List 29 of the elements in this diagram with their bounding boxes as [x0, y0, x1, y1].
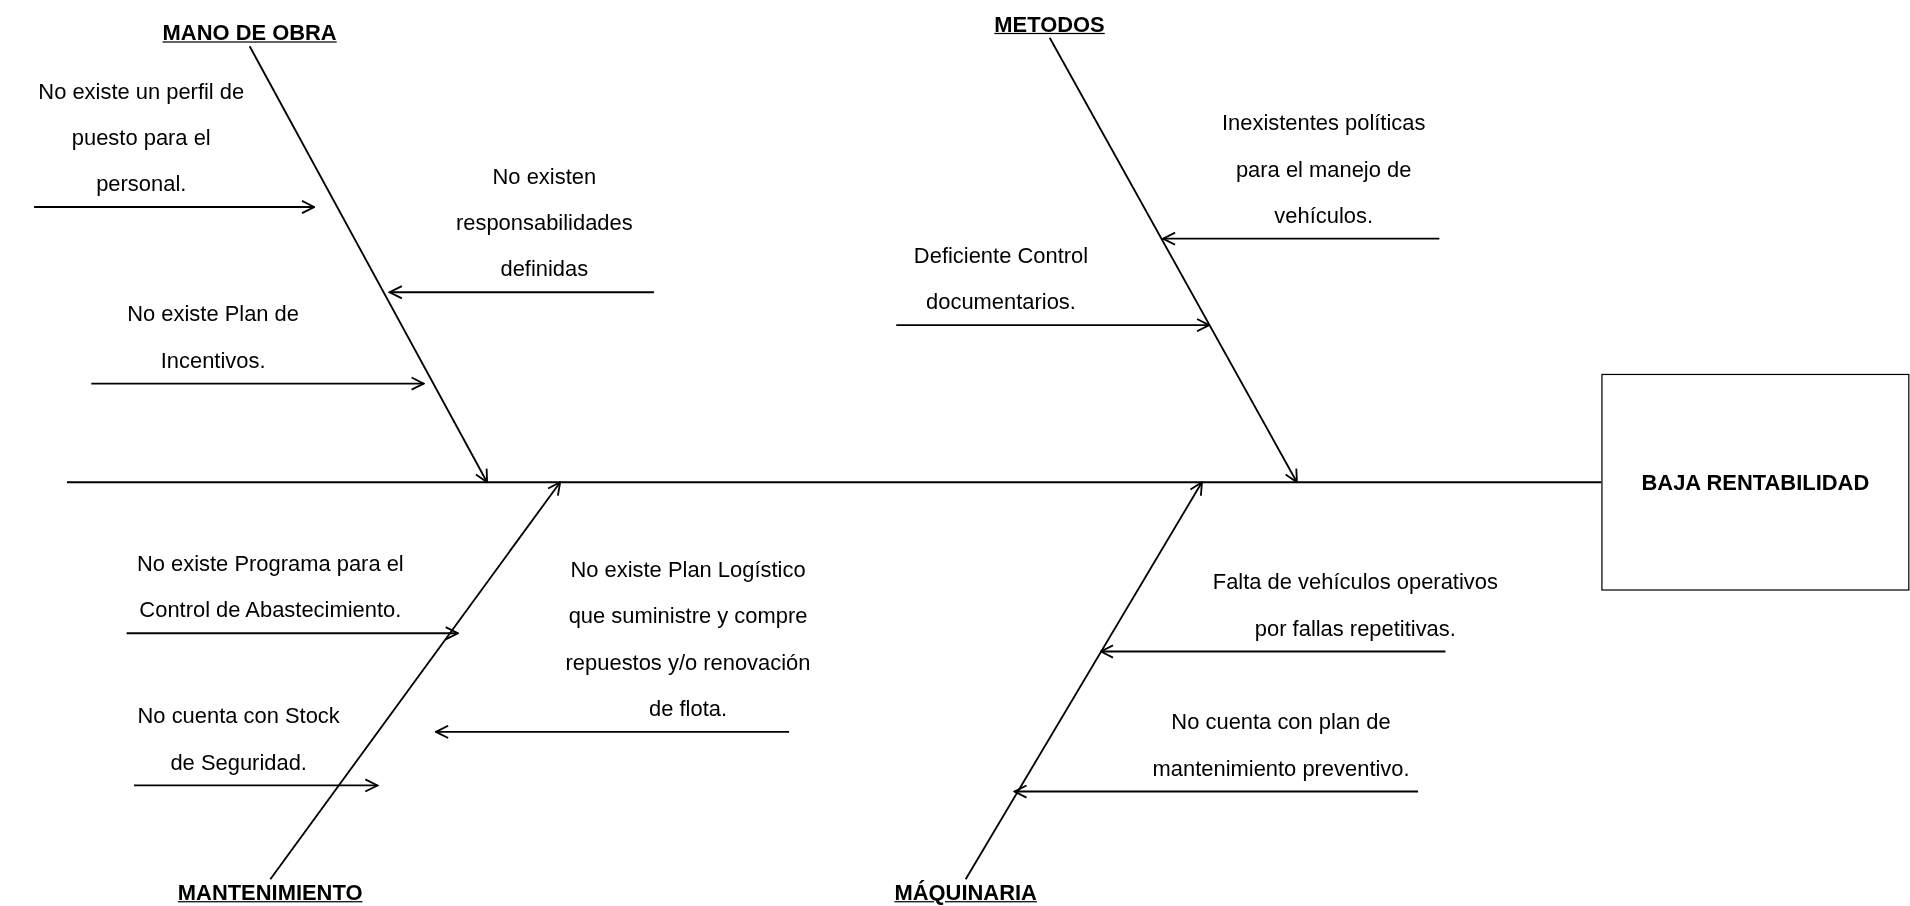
arrow — [90, 376, 425, 391]
category-heading: METODOS — [994, 10, 1105, 38]
category-heading: MÁQUINARIA — [894, 879, 1037, 906]
arrow — [1099, 644, 1447, 659]
arrow — [435, 724, 790, 739]
cause-text: No existen responsabilidades definidas — [434, 153, 654, 293]
bone-arrow — [248, 45, 488, 484]
cause-text: Falta de vehículos operativos por fallas repetitivas. — [1203, 558, 1508, 652]
cause-text: No existe Programa para el Control de Abastecimiento. — [126, 540, 415, 634]
arrow — [895, 318, 1211, 333]
spine-line — [66, 481, 1603, 484]
category-heading: MANO DE OBRA — [162, 19, 337, 47]
cause-text: No existe Plan Logístico que suministre y compre repuestos y/o renovación de flota. — [552, 546, 824, 732]
cause-text: No existe Plan de Incentivos. — [91, 291, 335, 384]
cause-text: No existe un perfil de puesto para el personal. — [31, 68, 251, 207]
arrow — [125, 626, 459, 641]
arrow — [1162, 231, 1441, 246]
bone-arrow — [964, 481, 1203, 881]
arrow — [133, 778, 379, 793]
cause-text: Inexistentes políticas para el manejo de vehículos. — [1208, 99, 1440, 239]
category-heading: MANTENIMIENTO — [177, 879, 363, 906]
bone-arrow — [1048, 36, 1298, 484]
cause-text: No cuenta con plan de mantenimiento preventivo. — [1144, 699, 1419, 792]
cause-text: Deficiente Control documentarios. — [896, 232, 1106, 326]
cause-text: No cuenta con Stock de Seguridad. — [133, 692, 344, 786]
arrow — [388, 285, 655, 300]
arrow — [33, 200, 316, 214]
bone-arrow — [269, 481, 562, 881]
arrow — [1013, 784, 1419, 799]
